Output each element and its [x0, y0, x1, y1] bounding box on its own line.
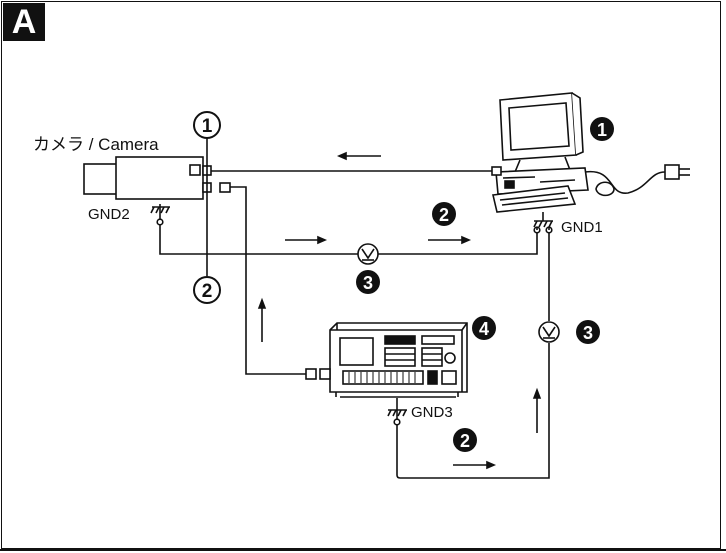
voltmeter-icon: [538, 321, 560, 343]
svg-text:3: 3: [363, 273, 373, 293]
svg-text:2: 2: [439, 205, 449, 225]
ground-loop-2-1: [159, 225, 538, 255]
marker-open-2: 2: [193, 276, 221, 304]
current-arrow: [532, 387, 542, 433]
voltmeter-icon: [357, 243, 379, 265]
svg-text:2: 2: [460, 431, 470, 451]
svg-text:1: 1: [202, 116, 213, 137]
ground-loop-1-3: [396, 233, 550, 479]
marker-filled-4: 4: [472, 316, 496, 340]
gnd3-symbol: [387, 398, 407, 419]
marker-open-1: 1: [193, 111, 221, 139]
marker-filled-3: 3: [356, 270, 380, 294]
svg-text:3: 3: [583, 323, 593, 343]
marker-filled-1: 1: [590, 117, 614, 141]
marker-filled-2: 2: [453, 428, 477, 452]
gnd3-label: GND3: [411, 404, 453, 421]
camera-icon: [83, 156, 231, 200]
gnd2-symbol: [150, 204, 170, 219]
instrument-icon: [305, 322, 468, 398]
current-arrow: [336, 151, 381, 161]
marker-filled-3: 3: [576, 320, 600, 344]
current-arrow: [285, 235, 328, 245]
camera-label: カメラ / Camera: [33, 135, 159, 154]
gnd1-label: GND1: [561, 219, 603, 236]
bottom-rule: [0, 549, 726, 551]
current-arrow: [257, 297, 267, 342]
svg-text:4: 4: [479, 319, 489, 339]
section-badge: A: [3, 3, 45, 41]
instrument-cable: [230, 186, 306, 375]
gnd1-symbol: [533, 212, 553, 230]
svg-text:1: 1: [597, 120, 607, 140]
computer-icon: [492, 92, 690, 213]
marker-filled-2: 2: [432, 202, 456, 226]
current-arrow: [453, 460, 497, 470]
current-arrow: [428, 235, 472, 245]
svg-text:2: 2: [202, 281, 213, 302]
gnd2-label: GND2: [88, 206, 130, 223]
